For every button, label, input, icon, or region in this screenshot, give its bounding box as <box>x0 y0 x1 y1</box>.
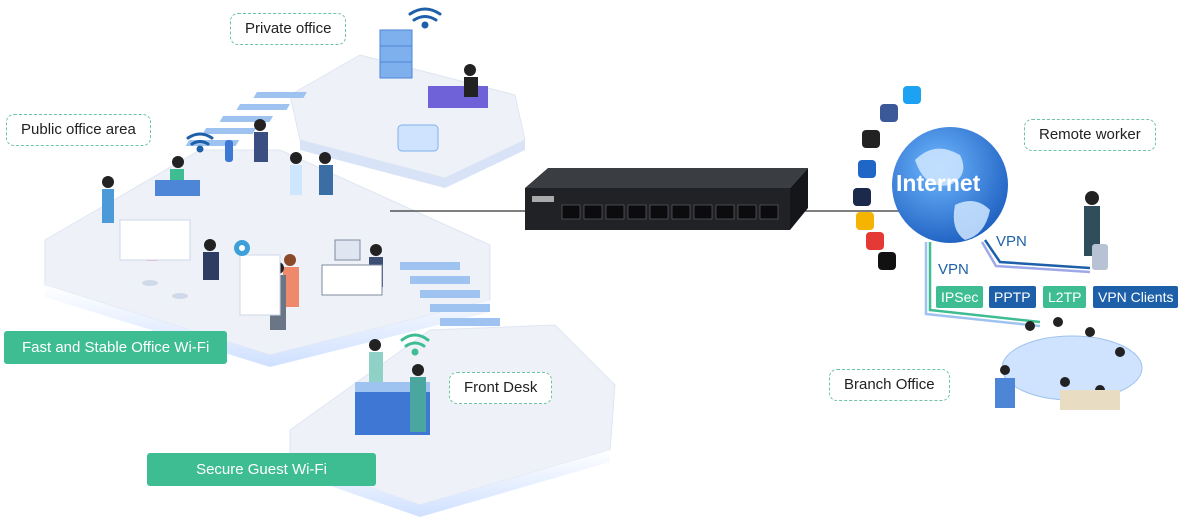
youtube-icon <box>866 232 884 250</box>
router-device <box>525 168 808 230</box>
wifi-icon-public <box>186 132 214 153</box>
remote-worker-person <box>1084 191 1108 270</box>
label-internet: Internet <box>896 170 981 196</box>
tiktok-icon <box>878 252 896 270</box>
private-office-person <box>464 64 478 97</box>
protocol-ipsec: IPSec <box>936 286 984 308</box>
facebook-icon <box>880 104 898 122</box>
branch-office-meeting <box>995 317 1143 410</box>
gmail-icon <box>856 212 874 230</box>
public-office-platform <box>44 149 491 367</box>
label-remote-worker: Remote worker <box>1024 119 1156 151</box>
app-icons <box>853 86 921 270</box>
protocol-vpn-clients: VPN Clients <box>1093 286 1179 308</box>
gear-icon <box>234 240 250 256</box>
label-public-office-area: Public office area <box>6 114 151 146</box>
lower-stairs <box>400 262 500 326</box>
amazon-icon <box>862 130 880 148</box>
upper-stairs <box>185 92 307 146</box>
wifi-icon <box>408 7 442 29</box>
twitter-icon <box>903 86 921 104</box>
outlook-icon <box>858 160 876 178</box>
wifi-icon-front-desk <box>400 333 430 356</box>
photoshop-icon <box>853 188 871 206</box>
label-vpn-lower: VPN <box>938 261 969 278</box>
protocol-pptp: PPTP <box>989 286 1036 308</box>
front-desk-area <box>355 339 430 435</box>
label-branch-office: Branch Office <box>829 369 950 401</box>
vpn-tunnels <box>924 239 1091 328</box>
label-fast-stable-wifi: Fast and Stable Office Wi-Fi <box>4 331 228 364</box>
protocol-l2tp: L2TP <box>1043 286 1087 308</box>
front-desk-platform <box>289 324 616 517</box>
label-front-desk: Front Desk <box>449 372 553 404</box>
label-private-office: Private office <box>230 13 347 45</box>
globe-icon <box>892 127 1008 243</box>
label-secure-guest-wifi: Secure Guest Wi-Fi <box>147 453 376 486</box>
public-office-furniture <box>119 140 383 316</box>
label-vpn-upper: VPN <box>996 233 1027 250</box>
